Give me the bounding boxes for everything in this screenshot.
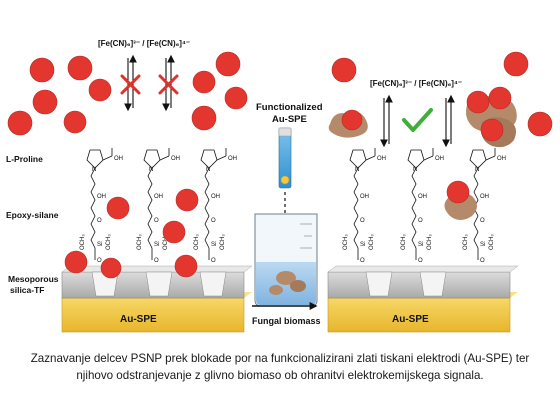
svg-text:Si: Si	[480, 242, 485, 248]
svg-text:OH: OH	[435, 156, 444, 162]
l-proline-label: L-Proline	[6, 154, 43, 164]
svg-text:N: N	[149, 167, 153, 173]
svg-text:OH: OH	[418, 194, 427, 200]
redox-probe-label-left: [Fe(CN)₆]³⁻ / [Fe(CN)₆]⁴⁻	[98, 39, 190, 48]
fungal-biomass-label: Fungal biomass	[252, 316, 321, 326]
mesoporous-label-1: Mesoporous	[8, 274, 59, 284]
silica-film-left-top	[61, 265, 253, 273]
chem-text-right: N OH OH O Si O OCH₃ OCH₃ N OH OH O Si O …	[343, 156, 506, 264]
svg-text:OH: OH	[228, 156, 237, 162]
svg-text:N: N	[206, 167, 210, 173]
svg-text:N: N	[92, 167, 96, 173]
svg-text:O: O	[480, 218, 485, 224]
caption-line-1: Zaznavanje delcev PSNP prek blokade por …	[30, 352, 530, 365]
nanoparticles-left	[7, 51, 248, 279]
svg-text:OCH₃: OCH₃	[137, 234, 143, 250]
svg-text:OH: OH	[97, 194, 106, 200]
och3-left-a: OCH₃	[80, 234, 86, 250]
svg-text:O: O	[211, 258, 216, 264]
svg-text:OCH₃: OCH₃	[163, 234, 169, 250]
svg-text:OH: OH	[154, 194, 163, 200]
svg-text:N: N	[475, 167, 479, 173]
svg-text:O: O	[154, 258, 159, 264]
svg-text:OCH₃: OCH₃	[220, 234, 226, 250]
svg-text:OCH₃: OCH₃	[369, 234, 375, 250]
left-panel: Au-SPE N OH OH O Si O	[6, 39, 253, 333]
svg-text:OCH₃: OCH₃	[194, 234, 200, 250]
svg-text:Si: Si	[418, 242, 423, 248]
svg-text:OH: OH	[497, 156, 506, 162]
svg-text:OH: OH	[377, 156, 386, 162]
epoxy-silane-label: Epoxy-silane	[6, 210, 59, 220]
svg-text:OH: OH	[211, 194, 220, 200]
right-panel: Au-SPE N OH OH O Si O OCH₃ OCH₃	[327, 51, 553, 333]
gold-layer-right	[327, 297, 511, 333]
beaker-icon	[254, 213, 318, 307]
nanoparticles-right	[331, 51, 553, 204]
svg-text:OCH₃: OCH₃	[343, 234, 349, 250]
redox-probe-label-right: [Fe(CN)₆]³⁻ / [Fe(CN)₆]⁴⁻	[370, 79, 462, 88]
silica-film-right	[327, 271, 511, 299]
au-spe-label-left: Au-SPE	[120, 314, 157, 325]
svg-text:O: O	[154, 218, 159, 224]
svg-text:O: O	[97, 218, 102, 224]
svg-text:OCH₃: OCH₃	[401, 234, 407, 250]
figure-caption: Zaznavanje delcev PSNP prek blokade por …	[0, 346, 560, 400]
functionalized-label-1: Functionalized	[256, 102, 323, 113]
functionalized-label-2: Au-SPE	[272, 114, 307, 125]
svg-text:OCH₃: OCH₃	[489, 234, 495, 250]
pores-right	[365, 271, 447, 297]
svg-text:Si: Si	[154, 242, 159, 248]
och3-left-b: OCH₃	[106, 234, 112, 250]
middle-panel: Functionalized Au-SPE Fungal biomass	[252, 102, 323, 326]
svg-text:OH: OH	[360, 194, 369, 200]
schematic-figure: Au-SPE N OH OH O Si O	[6, 39, 553, 333]
svg-text:O: O	[418, 218, 423, 224]
svg-text:O: O	[360, 218, 365, 224]
cross-icon	[120, 74, 179, 95]
svg-text:O: O	[418, 258, 423, 264]
svg-text:OCH₃: OCH₃	[427, 234, 433, 250]
svg-text:OCH₃: OCH₃	[463, 234, 469, 250]
svg-text:O: O	[211, 218, 216, 224]
au-spe-label-right: Au-SPE	[392, 314, 429, 325]
svg-text:OH: OH	[171, 156, 180, 162]
proline-chains-left	[86, 148, 227, 260]
svg-text:N: N	[355, 167, 359, 173]
open-arrows	[380, 94, 455, 148]
svg-text:Si: Si	[360, 242, 365, 248]
check-icon	[402, 108, 433, 132]
svg-text:O: O	[480, 258, 485, 264]
gold-layer-left	[61, 297, 245, 333]
svg-text:OH: OH	[114, 156, 123, 162]
svg-text:O: O	[97, 258, 102, 264]
mesoporous-label-2: silica-TF	[10, 285, 44, 295]
electrode-strip-icon	[278, 127, 292, 189]
proline-chains-right	[349, 148, 496, 260]
svg-text:N: N	[413, 167, 417, 173]
svg-text:OH: OH	[480, 194, 489, 200]
svg-text:Si: Si	[97, 242, 102, 248]
caption-line-2: njihovo odstranjevanje z glivno biomaso …	[76, 369, 484, 382]
svg-text:Si: Si	[211, 242, 216, 248]
svg-text:O: O	[360, 258, 365, 264]
chem-text-left: N OH OH O Si O OCH₃ OCH₃ N OH OH O Si O …	[80, 156, 237, 264]
